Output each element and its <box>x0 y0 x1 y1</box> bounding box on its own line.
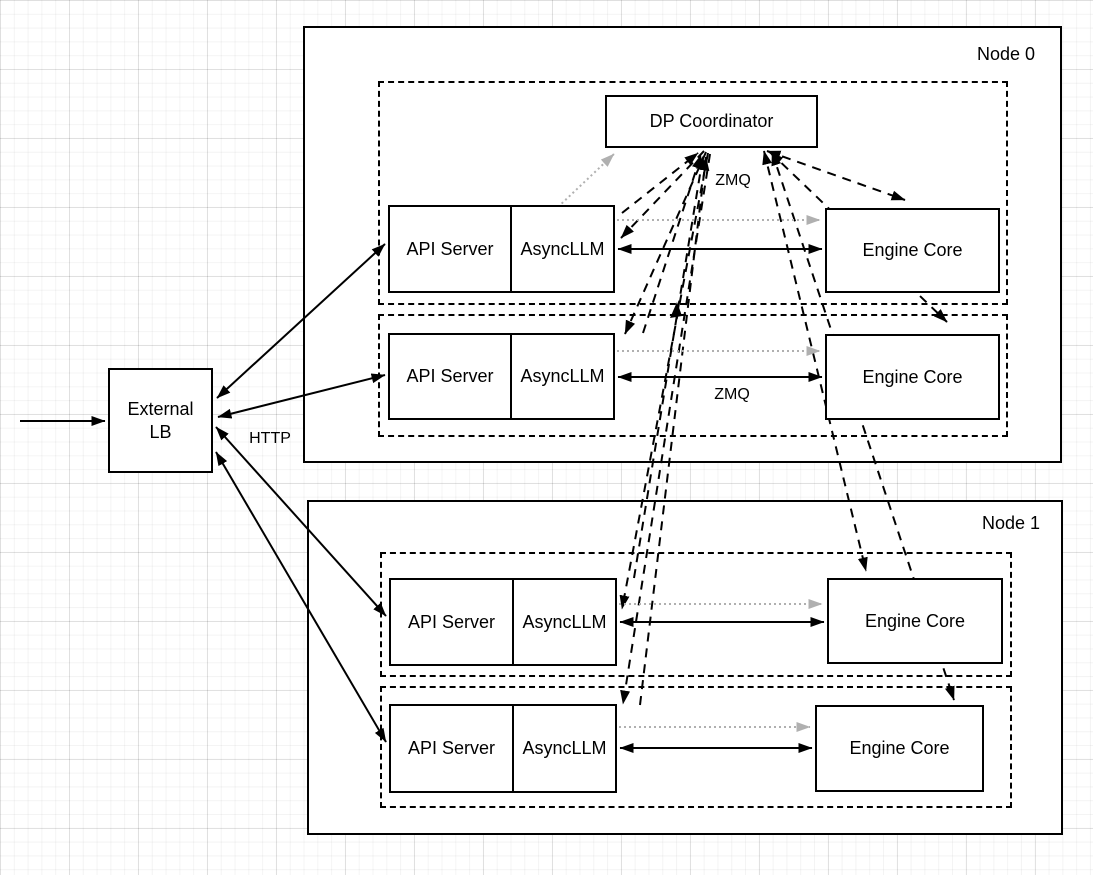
engine-core-label: Engine Core <box>862 240 963 261</box>
api-server-label: API Server <box>406 238 494 259</box>
engine-core-box-node1-row2: Engine Core <box>815 705 984 792</box>
api-server-label: API Server <box>407 611 496 632</box>
http-label: HTTP <box>249 430 291 447</box>
asyncllm-box: AsyncLLM <box>512 207 613 291</box>
api-asyncllm-box-node1-row1: API Server AsyncLLM <box>389 578 617 666</box>
zmq-coordinator-label: ZMQ <box>715 172 751 189</box>
api-server-box: API Server <box>390 335 512 418</box>
arrow-lb-api-node1-row1 <box>215 426 387 617</box>
engine-core-box-node1-row1: Engine Core <box>827 578 1003 664</box>
dp-coordinator-label: DP Coordinator <box>649 111 774 132</box>
asyncllm-box: AsyncLLM <box>512 335 613 418</box>
corridor-mid-arrowhead <box>670 302 682 318</box>
api-server-box: API Server <box>391 706 514 791</box>
asyncllm-box: AsyncLLM <box>514 580 615 664</box>
asyncllm-label: AsyncLLM <box>522 738 607 758</box>
node-1-label: Node 1 <box>982 513 1041 533</box>
engine-core-box-node0-row1: Engine Core <box>825 208 1000 293</box>
api-asyncllm-box-node1-row2: API Server AsyncLLM <box>389 704 617 793</box>
asyncllm-label: AsyncLLM <box>520 238 605 259</box>
arrow-dp-to-asyncllm-0 <box>620 150 705 239</box>
arrow-asyncllm-to-dp-2 <box>633 155 706 579</box>
api-server-box: API Server <box>391 580 514 664</box>
engine-core-label: Engine Core <box>849 738 950 759</box>
api-asyncllm-box-node0-row2: API Server AsyncLLM <box>388 333 615 420</box>
api-asyncllm-box-node0-row1: API Server AsyncLLM <box>388 205 615 293</box>
arrow-dp-to-asyncllm-2 <box>619 152 709 610</box>
dp-coordinator-box: DP Coordinator <box>605 95 818 148</box>
api-server-box: API Server <box>390 207 512 291</box>
arrow-dp-engine-0 <box>766 150 906 201</box>
arrow-asyncllm-dp-dotted <box>557 153 615 208</box>
arrow-lb-api-node1-row2 <box>215 451 387 743</box>
arrow-lb-api-node0-row2 <box>217 373 386 419</box>
asyncllm-label: AsyncLLM <box>520 366 605 386</box>
arrow-lb-api-node0-row1 <box>216 243 386 399</box>
arrow-asyncllm-to-dp-0 <box>621 152 699 214</box>
api-server-label: API Server <box>406 366 494 386</box>
api-server-label: API Server <box>407 738 496 758</box>
arrow-asyncllm-to-dp-3 <box>639 156 710 706</box>
external-lb-label: External LB <box>127 399 194 442</box>
asyncllm-box: AsyncLLM <box>514 706 615 791</box>
zmq-engine-label: ZMQ <box>714 386 750 403</box>
arrow-dp-to-asyncllm-3 <box>620 153 711 705</box>
node-0-label: Node 0 <box>977 44 1036 64</box>
arrow-dp-to-asyncllm-1 <box>624 151 707 335</box>
external-lb-box: External LB <box>108 368 213 473</box>
engine-core-box-node0-row2: Engine Core <box>825 334 1000 420</box>
asyncllm-label: AsyncLLM <box>522 611 607 632</box>
engine-core-label: Engine Core <box>864 610 966 631</box>
engine-core-label: Engine Core <box>862 366 963 387</box>
